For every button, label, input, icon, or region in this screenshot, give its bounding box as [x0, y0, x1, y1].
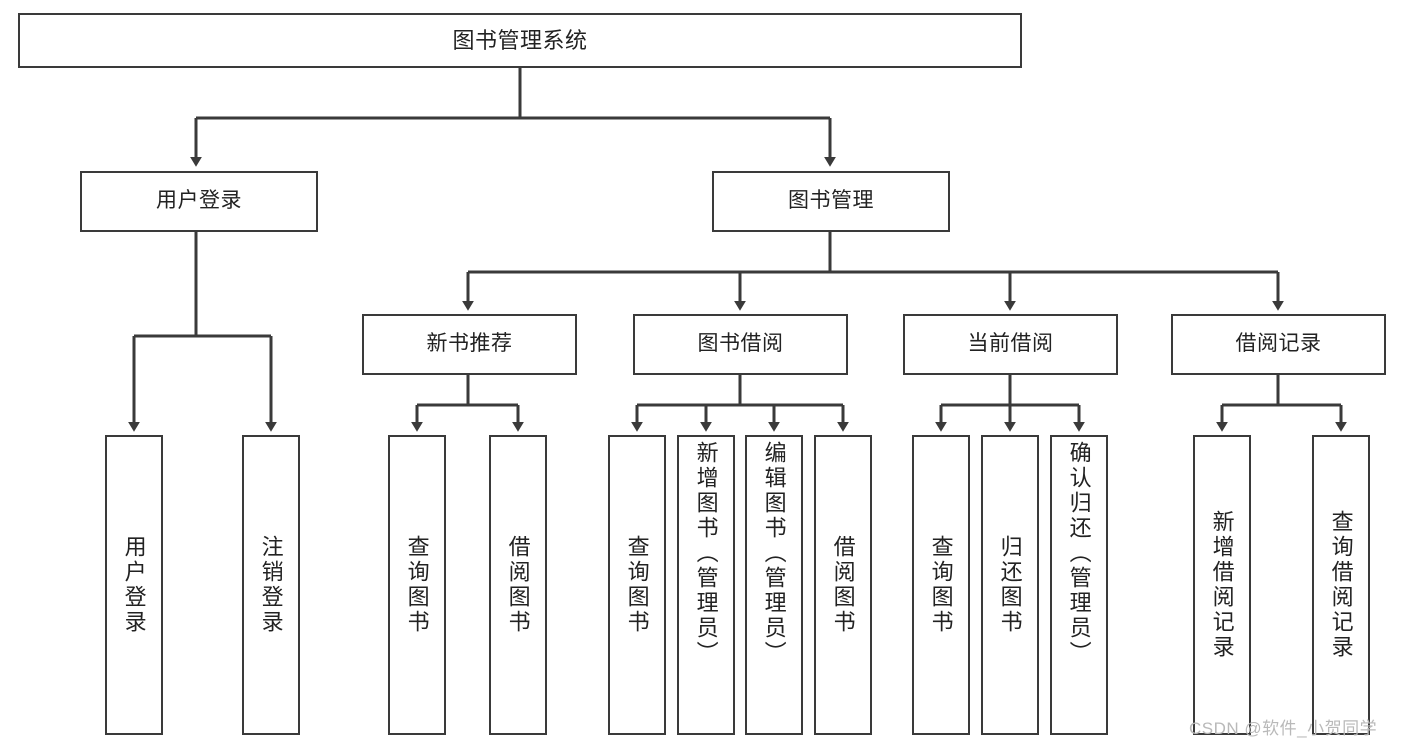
- leaf-borrow-add-book-admin[interactable]: 新增图书（管理员）: [677, 435, 735, 735]
- leaf-recommend-query-book[interactable]: 查询图书: [388, 435, 446, 735]
- node-label: 查询图书: [928, 535, 954, 635]
- node-label: 用户登录: [156, 189, 242, 213]
- leaf-borrow-edit-book-admin[interactable]: 编辑图书（管理员）: [745, 435, 803, 735]
- node-user-login[interactable]: 用户登录: [80, 171, 318, 232]
- node-label: 新书推荐: [426, 332, 513, 356]
- node-label: 确认归还（管理员）: [1066, 441, 1092, 666]
- leaf-record-query-record[interactable]: 查询借阅记录: [1312, 435, 1370, 735]
- node-label: 图书借阅: [697, 332, 784, 356]
- leaf-current-confirm-return-admin[interactable]: 确认归还（管理员）: [1050, 435, 1108, 735]
- leaf-user-login[interactable]: 用户登录: [105, 435, 163, 735]
- leaf-current-query-book[interactable]: 查询图书: [912, 435, 970, 735]
- node-label: 编辑图书（管理员）: [761, 441, 787, 666]
- node-root-system[interactable]: 图书管理系统: [18, 13, 1022, 68]
- leaf-user-logout[interactable]: 注销登录: [242, 435, 300, 735]
- node-label: 归还图书: [997, 535, 1023, 635]
- node-label: 图书管理: [788, 189, 874, 213]
- node-new-book-recommend[interactable]: 新书推荐: [362, 314, 577, 375]
- node-label: 借阅图书: [830, 535, 856, 635]
- node-label: 查询图书: [624, 535, 650, 635]
- node-label: 注销登录: [258, 535, 284, 635]
- leaf-borrow-borrow-book[interactable]: 借阅图书: [814, 435, 872, 735]
- node-label: 借阅记录: [1235, 332, 1322, 356]
- leaf-record-add-record[interactable]: 新增借阅记录: [1193, 435, 1251, 735]
- node-borrow-record[interactable]: 借阅记录: [1171, 314, 1386, 375]
- leaf-recommend-borrow-book[interactable]: 借阅图书: [489, 435, 547, 735]
- node-label: 借阅图书: [505, 535, 531, 635]
- node-label: 当前借阅: [967, 332, 1054, 356]
- node-label: 图书管理系统: [452, 27, 588, 53]
- node-label: 用户登录: [121, 535, 147, 635]
- node-label: 查询图书: [404, 535, 430, 635]
- node-book-management[interactable]: 图书管理: [712, 171, 950, 232]
- node-current-borrow[interactable]: 当前借阅: [903, 314, 1118, 375]
- leaf-borrow-query-book[interactable]: 查询图书: [608, 435, 666, 735]
- node-book-borrow[interactable]: 图书借阅: [633, 314, 848, 375]
- node-label: 查询借阅记录: [1328, 510, 1354, 660]
- leaf-current-return-book[interactable]: 归还图书: [981, 435, 1039, 735]
- node-label: 新增借阅记录: [1209, 510, 1235, 660]
- node-label: 新增图书（管理员）: [693, 441, 719, 666]
